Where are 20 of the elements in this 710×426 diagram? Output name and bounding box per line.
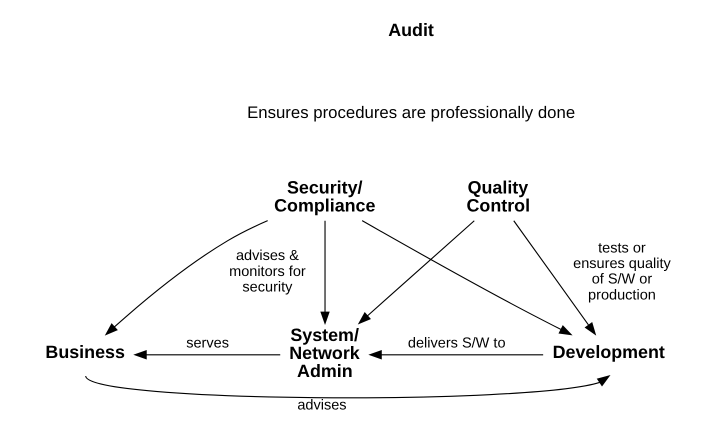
edge-label: serves: [186, 335, 228, 352]
arrow: [320, 220, 330, 326]
node-text: Audit: [388, 20, 434, 40]
label: Ensures procedures are professionally done: [246, 103, 575, 122]
edge-label: advises & monitors for security: [228, 248, 306, 296]
edge-label: tests or ensures quality of S/W or production: [572, 240, 670, 304]
arrow: [368, 350, 543, 360]
edge-label: delivers S/W to: [407, 335, 506, 352]
arrow: [361, 220, 572, 336]
arrow: [84, 375, 610, 398]
arrow: [104, 220, 268, 336]
node-text: Security/ Compliance: [274, 177, 375, 216]
arrow: [132, 350, 280, 360]
node-text: Development: [552, 342, 664, 362]
arrow: [512, 220, 596, 336]
node-text: System/ Network Admin: [288, 325, 360, 381]
node-text: Business: [44, 342, 124, 362]
node-text: Quality Control: [466, 177, 530, 216]
edge-label: advises: [296, 397, 346, 414]
arrow: [357, 220, 474, 324]
